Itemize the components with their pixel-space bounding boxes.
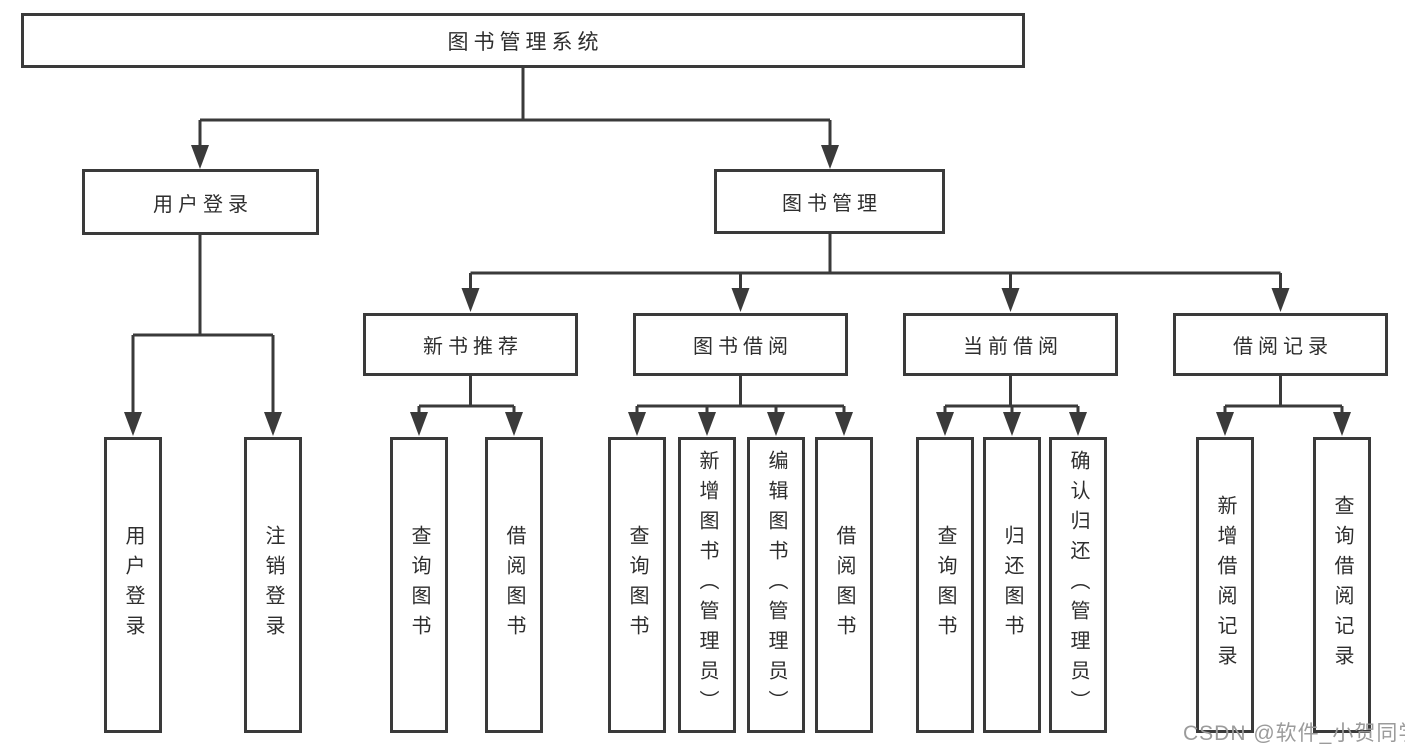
leaf-bb-borrow-books: 借阅图书 (815, 437, 873, 733)
arrowhead-user-login (191, 145, 209, 169)
node-current-borrow: 当前借阅 (903, 313, 1118, 376)
arrowhead-new-book-recommend (461, 288, 480, 312)
leaf-user-login: 用户登录 (104, 437, 162, 733)
leaf-cb-return-books: 归还图书 (983, 437, 1041, 733)
node-book-management: 图书管理 (714, 169, 945, 234)
arrowhead-bb-borrow-books (835, 412, 853, 436)
arrowhead-borrow-records (1271, 288, 1290, 312)
arrowhead-bb-edit-books (767, 412, 785, 436)
arrowhead-bb-query-books (628, 412, 646, 436)
leaf-cb-query-books: 查询图书 (916, 437, 974, 733)
node-book-borrow: 图书借阅 (633, 313, 848, 376)
leaf-bb-edit-books-admin: 编辑图书（管理员） (747, 437, 805, 733)
leaf-cb-confirm-return-admin: 确认归还（管理员） (1049, 437, 1107, 733)
leaf-logout: 注销登录 (244, 437, 302, 733)
node-user-login: 用户登录 (82, 169, 319, 235)
leaf-bb-add-books-admin: 新增图书（管理员） (678, 437, 736, 733)
arrowhead-nr-query-books (410, 412, 428, 436)
leaf-bb-query-books: 查询图书 (608, 437, 666, 733)
edge-new-book-recommend-to-leaves (417, 376, 516, 414)
arrowhead-leaf-user-login (124, 412, 142, 436)
edge-book-management-to-level3 (469, 234, 1282, 290)
arrowhead-leaf-logout (264, 412, 282, 436)
arrowhead-br-query-record (1333, 412, 1351, 436)
arrowhead-cb-return-books (1003, 412, 1021, 436)
leaf-nr-query-books: 查询图书 (390, 437, 448, 733)
node-new-book-recommend: 新书推荐 (363, 313, 578, 376)
arrowhead-br-add-record (1216, 412, 1234, 436)
arrowhead-book-borrow (731, 288, 750, 312)
csdn-watermark: CSDN @软件_小贺同学 (1183, 722, 1405, 745)
arrowhead-nr-borrow-books (505, 412, 523, 436)
leaf-nr-borrow-books: 借阅图书 (485, 437, 543, 733)
arrowhead-current-borrow (1001, 288, 1020, 312)
edge-borrow-records-to-leaves (1223, 376, 1344, 414)
arrowhead-cb-confirm-return (1069, 412, 1087, 436)
leaf-br-add-borrow-record: 新增借阅记录 (1196, 437, 1254, 733)
arrowhead-book-management (821, 145, 839, 169)
arrowhead-bb-add-books (698, 412, 716, 436)
node-borrow-records: 借阅记录 (1173, 313, 1388, 376)
arrowhead-cb-query-books (936, 412, 954, 436)
edge-root-to-level2 (198, 68, 832, 147)
edge-book-borrow-to-leaves (635, 376, 846, 414)
leaf-br-query-borrow-record: 查询借阅记录 (1313, 437, 1371, 733)
edge-current-borrow-to-leaves (943, 376, 1080, 414)
node-library-management-system: 图书管理系统 (21, 13, 1025, 68)
edge-user-login-to-leaves (131, 234, 275, 414)
